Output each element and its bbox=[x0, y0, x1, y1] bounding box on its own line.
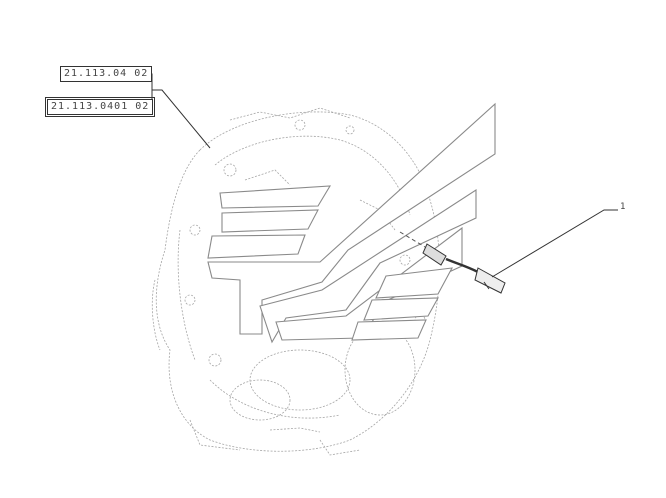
callout-leader bbox=[491, 209, 618, 278]
reference-leaders bbox=[144, 73, 211, 149]
sensor-part bbox=[399, 231, 506, 294]
reference-code-box[interactable]: 21.113.0401 02 bbox=[44, 97, 156, 117]
reference-code-box[interactable]: 21.113.04 02 bbox=[60, 66, 153, 82]
logo-watermark bbox=[207, 102, 496, 344]
callout-number: 1 bbox=[620, 202, 626, 212]
